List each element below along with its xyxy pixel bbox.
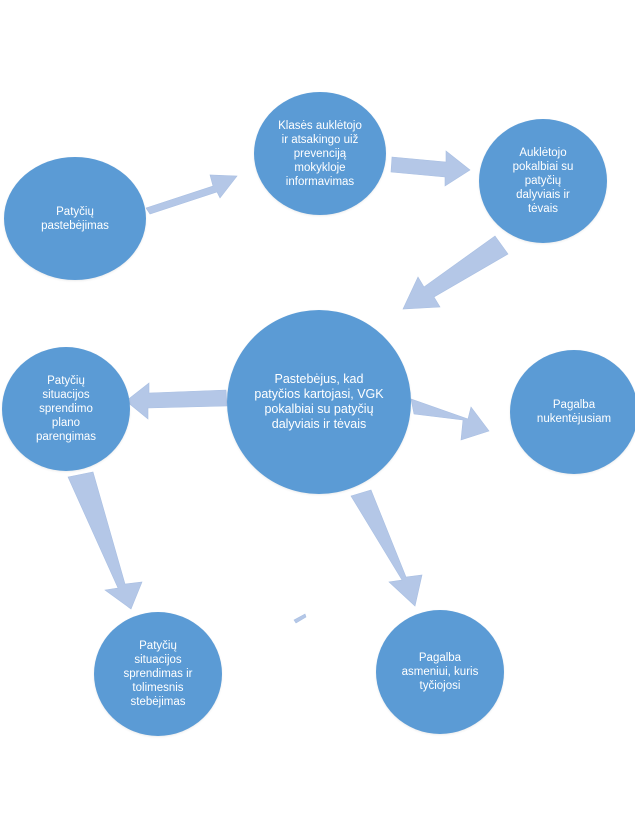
- node-center: Pastebėjus, kad patyčios kartojasi, VGK …: [227, 310, 411, 494]
- arrow-center-to-plan: [125, 382, 228, 420]
- node-talks-label: Auklėtojo pokalbiai su patyčių dalyviais…: [512, 147, 574, 215]
- node-bully-help-label: Pagalba asmeniui, kuris tyčiojosi: [401, 652, 479, 692]
- stray-mark: [293, 613, 307, 624]
- arrow-observation-to-inform: [145, 174, 238, 215]
- node-bully-help: Pagalba asmeniui, kuris tyčiojosi: [376, 610, 504, 734]
- node-plan: Patyčių situacijos sprendimo plano paren…: [2, 347, 130, 471]
- arrow-talks-to-center: [402, 235, 509, 310]
- node-inform-label: Klasės auklėtojo ir atsakingo uiž preven…: [278, 119, 362, 188]
- node-solution-label: Patyčių situacijos sprendimas ir tolimes…: [123, 640, 193, 708]
- node-inform: Klasės auklėtojo ir atsakingo uiž preven…: [254, 92, 386, 215]
- arrow-plan-to-solution: [67, 471, 143, 610]
- arrow-inform-to-talks: [390, 150, 471, 187]
- arrow-center-to-bully-help: [350, 489, 423, 607]
- arrow-center-to-victim-help: [410, 398, 490, 441]
- node-observation: Patyčių pastebėjimas: [4, 157, 146, 280]
- node-solution: Patyčių situacijos sprendimas ir tolimes…: [94, 612, 222, 736]
- node-talks: Auklėtojo pokalbiai su patyčių dalyviais…: [479, 119, 607, 243]
- node-victim-help: Pagalba nukentėjusiam: [510, 350, 635, 474]
- node-plan-label: Patyčių situacijos sprendimo plano paren…: [35, 375, 97, 443]
- node-victim-help-label: Pagalba nukentėjusiam: [536, 399, 612, 425]
- node-observation-label: Patyčių pastebėjimas: [41, 205, 109, 232]
- node-center-label: Pastebėjus, kad patyčios kartojasi, VGK …: [254, 372, 384, 431]
